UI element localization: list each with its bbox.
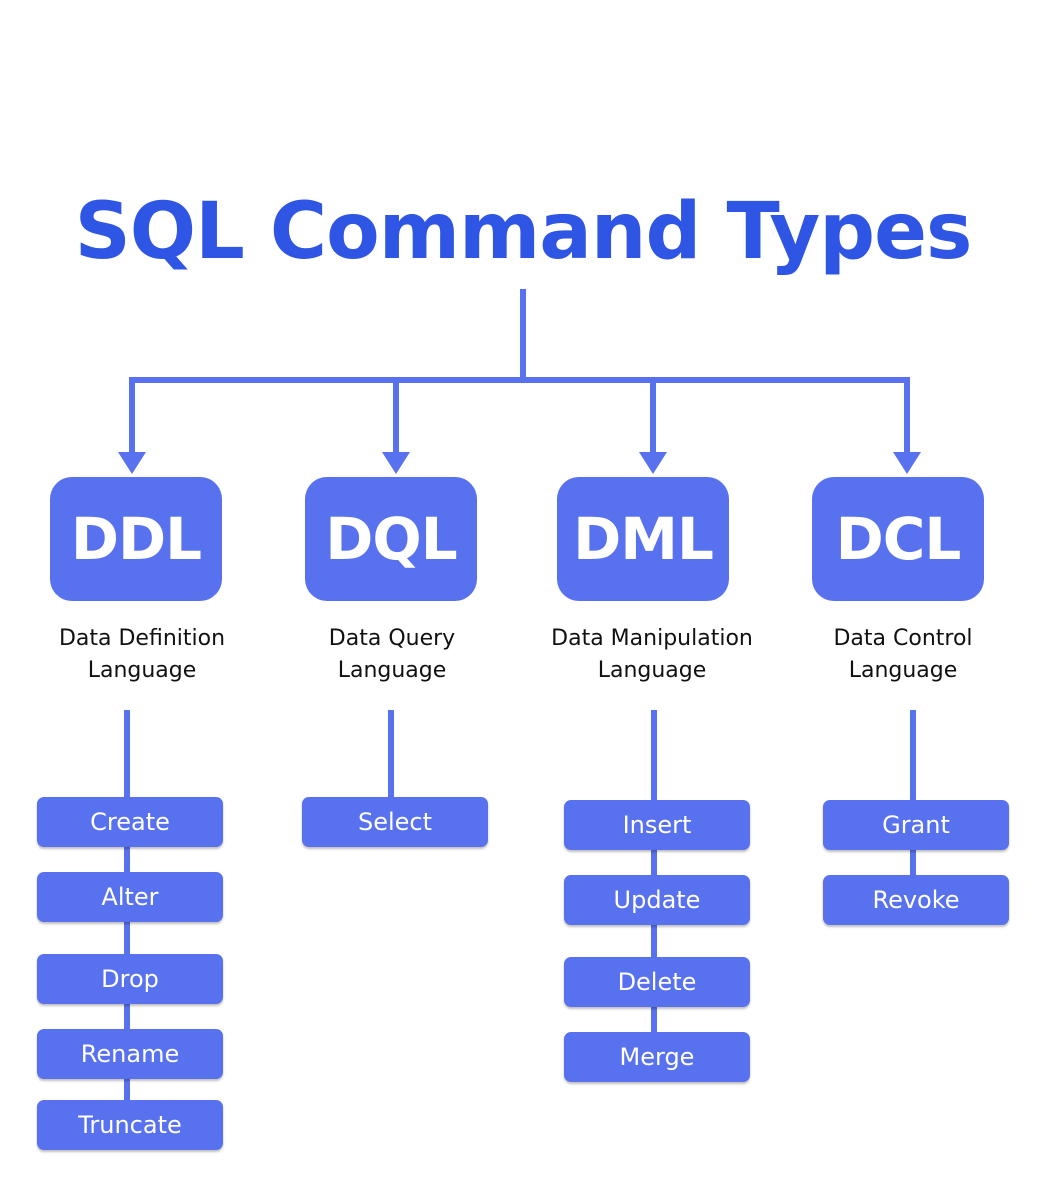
command-box-insert: Insert bbox=[564, 800, 750, 850]
command-box-update: Update bbox=[564, 875, 750, 925]
category-desc-dql: Data Query Language bbox=[272, 623, 512, 687]
command-box-rename: Rename bbox=[37, 1029, 223, 1079]
command-box-truncate: Truncate bbox=[37, 1100, 223, 1150]
category-desc-line: Language bbox=[337, 658, 447, 683]
command-box-merge: Merge bbox=[564, 1032, 750, 1082]
category-desc-line: Language bbox=[848, 658, 958, 683]
category-desc-line: Data Control bbox=[833, 626, 973, 651]
command-box-alter: Alter bbox=[37, 872, 223, 922]
category-box-dcl: DCL bbox=[812, 477, 984, 601]
command-box-delete: Delete bbox=[564, 957, 750, 1007]
arrow-head-dml bbox=[639, 452, 667, 474]
category-desc-line: Data Manipulation bbox=[551, 626, 753, 651]
category-desc-ddl: Data Definition Language bbox=[22, 623, 262, 687]
command-box-select: Select bbox=[302, 797, 488, 847]
arrow-head-dcl bbox=[893, 452, 921, 474]
category-desc-line: Data Definition bbox=[58, 626, 226, 651]
command-box-drop: Drop bbox=[37, 954, 223, 1004]
command-box-revoke: Revoke bbox=[823, 875, 1009, 925]
category-box-dml: DML bbox=[557, 477, 729, 601]
category-desc-dcl: Data Control Language bbox=[783, 623, 1023, 687]
arrow-head-dql bbox=[382, 452, 410, 474]
category-desc-line: Language bbox=[87, 658, 197, 683]
command-box-create: Create bbox=[37, 797, 223, 847]
category-desc-dml: Data Manipulation Language bbox=[532, 623, 772, 687]
category-desc-line: Language bbox=[597, 658, 707, 683]
category-desc-line: Data Query bbox=[328, 626, 456, 651]
category-box-dql: DQL bbox=[305, 477, 477, 601]
command-box-grant: Grant bbox=[823, 800, 1009, 850]
diagram-title: SQL Command Types bbox=[74, 187, 973, 277]
arrow-head-ddl bbox=[118, 452, 146, 474]
category-box-ddl: DDL bbox=[50, 477, 222, 601]
